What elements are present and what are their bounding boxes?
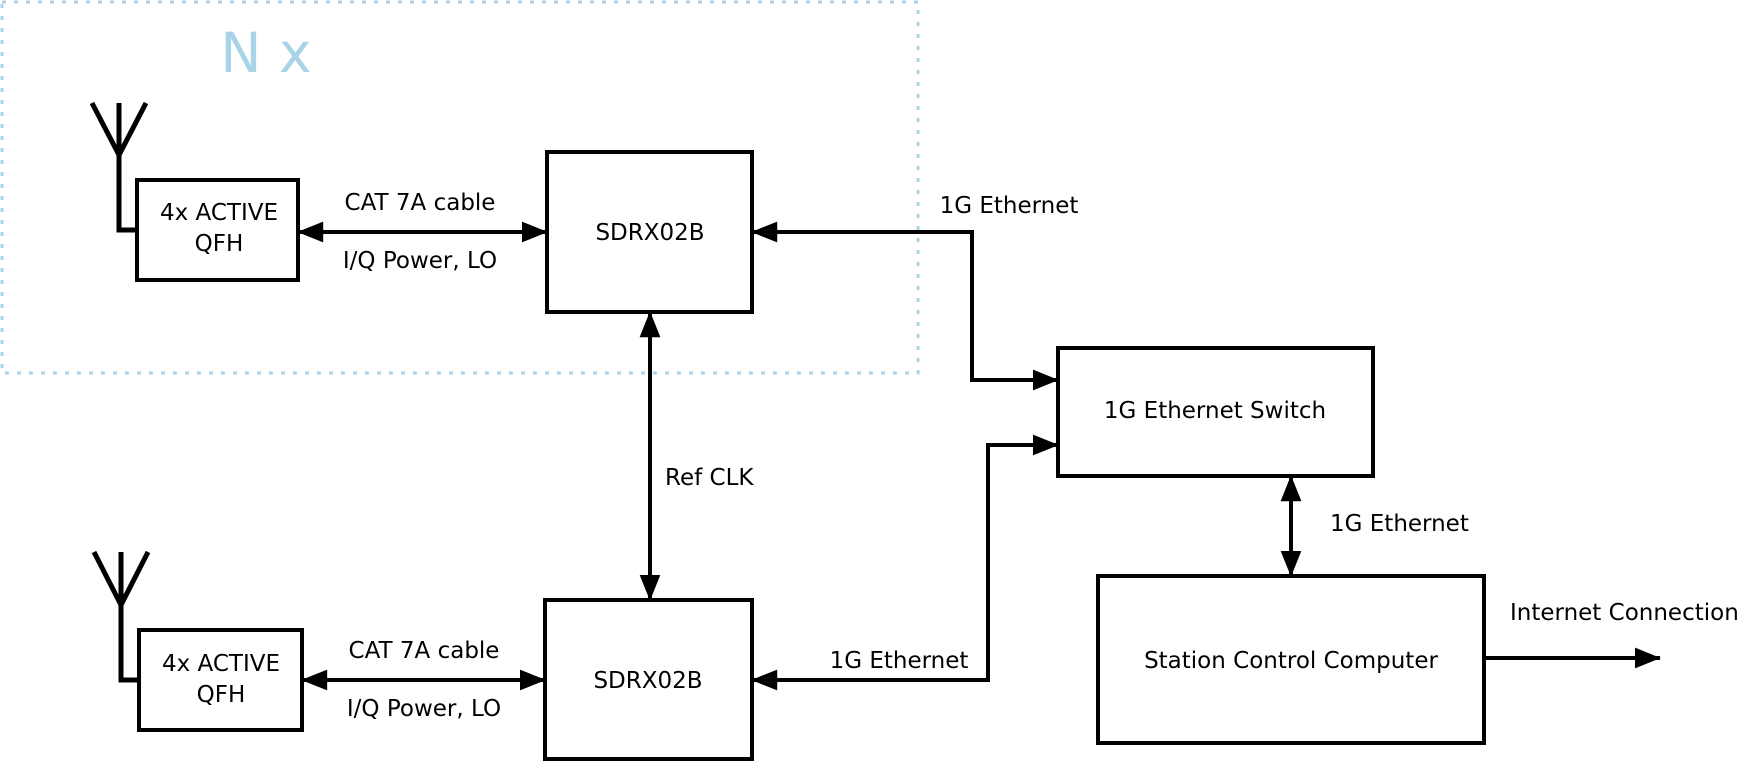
iq-power-top-label: I/Q Power, LO [343,248,497,274]
sdrx-box-top [545,150,754,314]
internet-connection-label: Internet Connection [1510,600,1739,626]
qfh-bottom-label-line1: 4x ACTIVE [162,651,280,677]
qfh-top-label-line1: 4x ACTIVE [160,200,278,226]
iq-power-bottom-label: I/Q Power, LO [347,696,501,722]
antenna-icon-top [89,101,149,233]
qfh-bottom-label-line2: QFH [197,682,246,708]
antenna-icon-bottom [91,550,151,683]
station-computer-label: Station Control Computer [1144,648,1438,674]
ethernet-top-label: 1G Ethernet [940,193,1079,219]
edge-ethernet-bottom [751,434,1059,691]
station-computer-box [1096,574,1486,745]
ethernet-switch-label: 1G Ethernet Switch [1104,398,1326,424]
sdrx-box-bottom [543,598,754,761]
sdrx-top-label: SDRX02B [595,220,704,246]
cat7a-top-label: CAT 7A cable [345,190,496,216]
qfh-box-bottom [137,628,304,732]
qfh-box-top [135,178,300,282]
qfh-top-label-line2: QFH [195,231,244,257]
ethernet-switch-box [1056,346,1375,478]
sdrx-bottom-label: SDRX02B [593,668,702,694]
ethernet-switch-pc-label: 1G Ethernet [1330,511,1469,537]
edge-ethernet-top [751,221,1059,391]
ethernet-bottom-label: 1G Ethernet [830,648,969,674]
ref-clk-label: Ref CLK [665,465,754,491]
cat7a-bottom-label: CAT 7A cable [349,638,500,664]
replication-count-label: N x [220,21,311,85]
replication-group-box [0,0,920,375]
